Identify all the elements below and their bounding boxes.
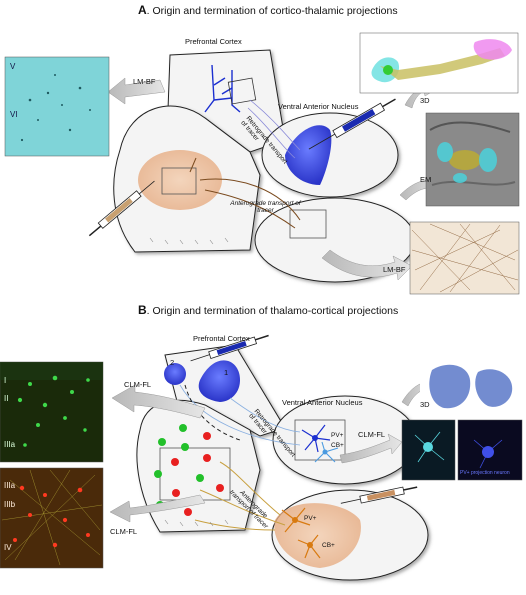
b-micrograph-green — [0, 361, 104, 463]
b-layer-iiia-2: IIIa — [4, 481, 16, 490]
a-lm-bf-left-label: LM-BF — [133, 77, 156, 86]
b-arrow-clm-fl-bottom — [109, 494, 206, 523]
b-micrograph-red-green — [0, 467, 104, 569]
b-site-1-injection — [198, 360, 240, 402]
b-cb-bottom-label: CB+ — [322, 542, 335, 549]
section-b-letter: B — [138, 303, 147, 317]
b-layer-iiia: IIIa — [4, 440, 16, 449]
b-pv-projection-label: PV+ projection neuron — [460, 470, 510, 476]
section-a-letter: A — [138, 3, 147, 17]
hemisphere-marks — [149, 237, 229, 527]
b-micrograph-3d — [420, 357, 522, 417]
a-retrograde-lines — [247, 99, 301, 159]
a-origin-box — [161, 167, 197, 195]
a-blue-injection-site — [285, 125, 332, 185]
b-site-1-label: 1 — [224, 368, 229, 377]
a-cortex-zoom-box — [227, 77, 257, 105]
a-micrograph-brown — [409, 221, 520, 295]
a-arrow-lm-bf-right — [321, 249, 413, 281]
a-em-label: EM — [420, 175, 432, 184]
b-syringe-bottom — [340, 486, 418, 504]
b-site-2-label: 2 — [170, 358, 175, 367]
section-a-title: A. Origin and termination of cortico-tha… — [138, 3, 398, 17]
b-cb-top-label: CB+ — [331, 442, 344, 449]
a-3d-label: 3D — [420, 96, 430, 105]
a-lm-bf-right-label: LM-BF — [383, 265, 406, 274]
b-arrow-clm-fl-left — [111, 384, 206, 419]
b-site-2-injection — [164, 363, 186, 385]
a-micrograph-em — [425, 112, 520, 207]
a-syringe-right — [308, 98, 396, 150]
b-syringe-top — [190, 334, 269, 362]
a-syringe-left — [88, 180, 155, 237]
b-micrograph-fluor-right — [457, 419, 523, 481]
b-anterograde-axons — [194, 461, 286, 531]
b-prefrontal-label: Prefrontal Cortex — [193, 334, 250, 343]
b-van-label: Ventral Anterior Nucleus — [282, 398, 363, 407]
a-anterograde-label: Anterograde transport of tracer — [230, 200, 301, 214]
section-b-title-text: . Origin and termination of thalamo-cort… — [146, 305, 399, 317]
a-layer-vi: VI — [10, 110, 18, 119]
a-arrow-lm-bf-left — [107, 77, 166, 105]
b-retrograde-lines — [179, 384, 301, 446]
a-layer-v: V — [10, 62, 16, 71]
b-pv-bottom-label: PV+ — [304, 515, 317, 522]
b-clm-fl-right-label: CLM-FL — [358, 430, 386, 439]
b-layer-i: I — [4, 376, 7, 385]
b-pv-top-label: PV+ — [331, 432, 344, 439]
b-clm-fl-left-label: CLM-FL — [124, 380, 152, 389]
b-clm-fl-bottom-label: CLM-FL — [110, 527, 138, 536]
a-prefrontal-label: Prefrontal Cortex — [185, 37, 242, 46]
b-layer-iv: IV — [4, 543, 12, 552]
a-orange-injection-area — [138, 150, 222, 210]
b-arrow-clm-fl-right — [339, 433, 403, 464]
a-micrograph-lm — [4, 56, 110, 157]
section-b-title: B. Origin and termination of thalamo-cor… — [138, 303, 398, 317]
a-van-label: Ventral Anterior Nucleus — [278, 102, 359, 111]
b-micrograph-fluor-left — [401, 419, 456, 481]
b-layer-ii: II — [4, 394, 9, 403]
a-micrograph-3d — [359, 32, 519, 94]
b-3d-label: 3D — [420, 400, 430, 409]
b-thalamus-box — [294, 419, 346, 461]
section-a-title-text: . Origin and termination of cortico-thal… — [146, 5, 398, 17]
b-dashed-line — [184, 384, 241, 441]
b-layer-iiib: IIIb — [4, 500, 16, 509]
a-anterograde-axons — [189, 157, 301, 229]
